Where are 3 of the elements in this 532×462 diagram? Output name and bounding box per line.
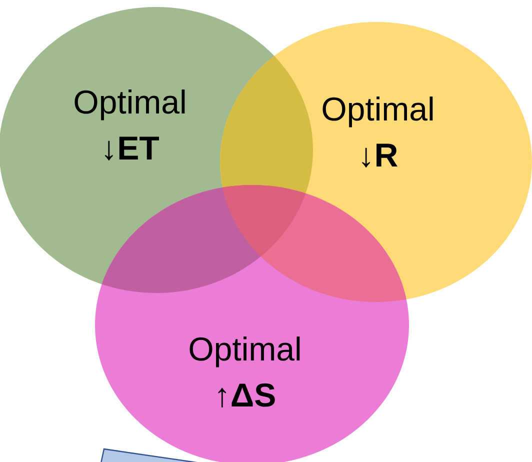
ellipse-label: Optimal ↑ΔS [190,336,300,408]
ellipse-label: Optimal ↓ET [74,90,185,160]
ellipse-label: Optimal ↓R [322,96,433,168]
